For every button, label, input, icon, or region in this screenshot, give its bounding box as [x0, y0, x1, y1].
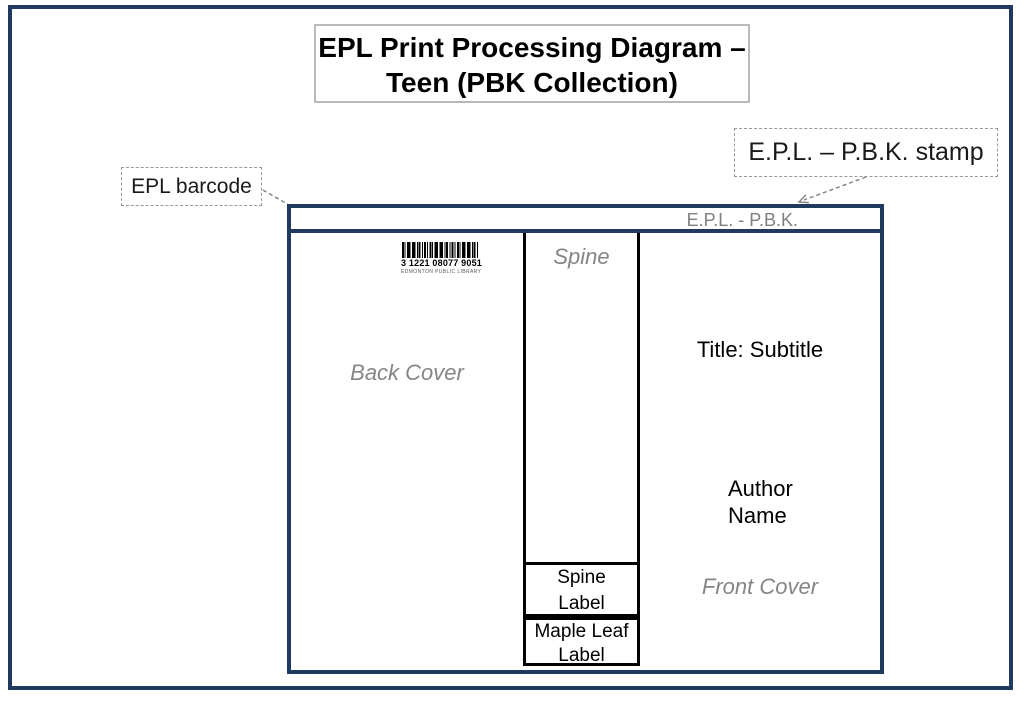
front-cover-label: Front Cover — [701, 574, 819, 599]
book-outline: E.P.L. - P.B.K. 3 1221 08077 9051 EDMONT… — [287, 204, 884, 674]
spine-panel: Spine Spine Label Maple Leaf Label — [523, 233, 640, 666]
stamp-strip-text: E.P.L. - P.B.K. — [686, 210, 798, 230]
diagram-title-line2: Teen (PBK Collection) — [386, 67, 678, 98]
back-cover-label: Back Cover — [350, 360, 464, 385]
book-body: 3 1221 08077 9051 EDMONTON PUBLIC LIBRAR… — [291, 233, 880, 666]
author-name-line1: Author — [728, 476, 793, 501]
barcode-caption: EDMONTON PUBLIC LIBRARY — [401, 269, 482, 275]
stamp-callout: E.P.L. – P.B.K. stamp — [734, 128, 998, 177]
back-cover-panel: 3 1221 08077 9051 EDMONTON PUBLIC LIBRAR… — [291, 233, 523, 666]
front-cover-panel: Title: Subtitle Author Name Front Cover — [640, 233, 880, 666]
author-name: Author Name — [728, 475, 793, 529]
barcode-bars-icon — [402, 242, 478, 258]
maple-leaf-sticker-label-line1: Maple Leaf — [534, 621, 629, 642]
maple-leaf-sticker-label-line2: Label — [558, 645, 605, 666]
epl-barcode-callout-label: EPL barcode — [131, 174, 252, 198]
front-title: Title: Subtitle — [696, 337, 824, 362]
spine-label: Spine — [553, 244, 610, 269]
spine-sticker: Spine Label — [523, 562, 640, 617]
diagram-title-line1: EPL Print Processing Diagram – — [318, 32, 746, 63]
maple-leaf-sticker: Maple Leaf Label — [523, 617, 640, 666]
page-border — [8, 5, 1013, 690]
stamp-callout-label: E.P.L. – P.B.K. stamp — [748, 138, 984, 166]
author-name-line2: Name — [728, 503, 787, 528]
epl-barcode-callout: EPL barcode — [121, 167, 262, 206]
barcode-number: 3 1221 08077 9051 — [401, 258, 482, 268]
spine-sticker-label-line2: Label — [558, 593, 605, 614]
epl-barcode: 3 1221 08077 9051 EDMONTON PUBLIC LIBRAR… — [401, 242, 482, 275]
spine-sticker-label-line1: Spine — [557, 567, 606, 588]
diagram-title-box: EPL Print Processing Diagram – Teen (PBK… — [314, 24, 750, 103]
stamp-strip: E.P.L. - P.B.K. — [291, 208, 880, 233]
